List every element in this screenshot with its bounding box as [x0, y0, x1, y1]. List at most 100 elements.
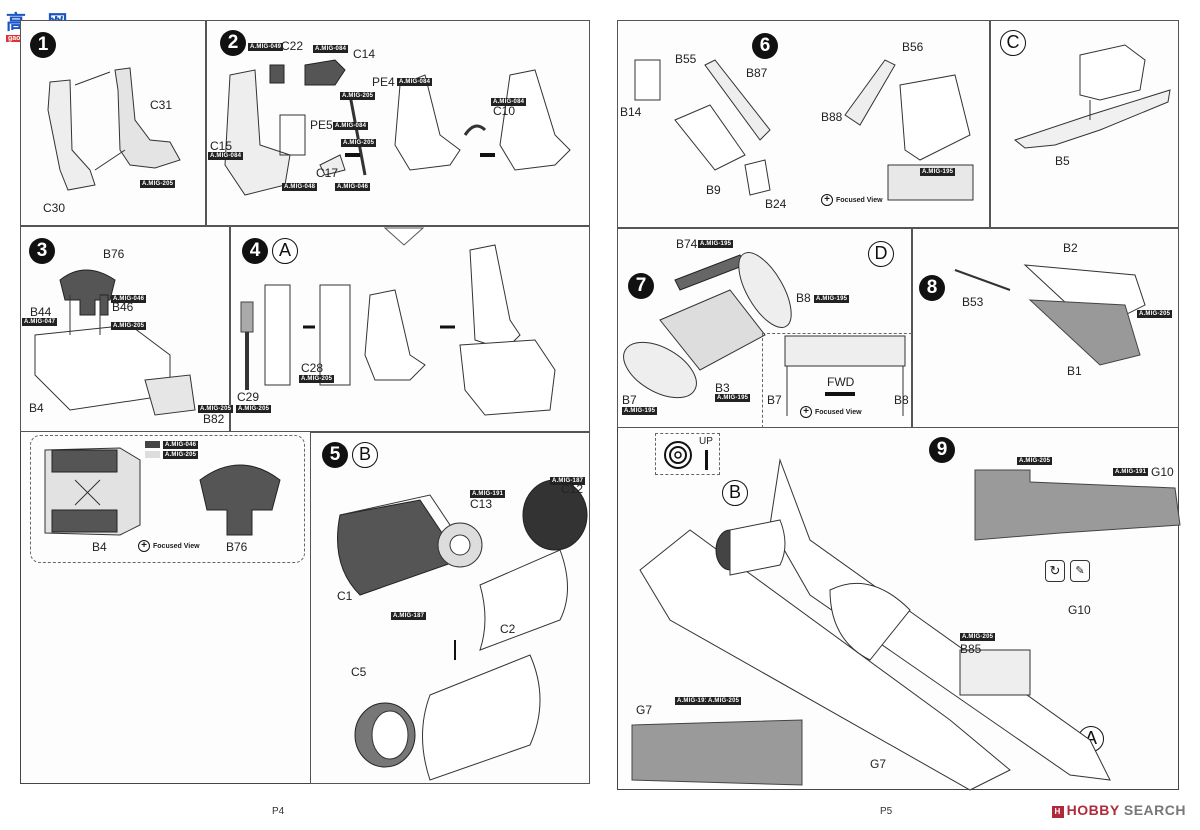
- part-label-b5: B5: [1055, 154, 1070, 168]
- part-label-b74: B74: [676, 237, 698, 251]
- step6-panel: [617, 20, 990, 228]
- part-label-b88: B88: [821, 110, 843, 124]
- search-text: SEARCH: [1123, 802, 1186, 818]
- part-label-g10: G10: [1151, 465, 1174, 479]
- part-label-b46: B46: [112, 300, 134, 314]
- paint-code: A.MIG-084: [397, 78, 433, 86]
- legend-swatch-light: [145, 451, 160, 458]
- step4-seat-rail-illustration: [240, 227, 556, 416]
- sub-assembly-b-badge: B: [352, 442, 378, 468]
- legend-swatch-dark: [145, 441, 160, 448]
- part-label-c1: C1: [337, 589, 353, 603]
- step3-cockpit-tub-illustration: [34, 269, 196, 416]
- paint-code: A.MIG-205: [341, 139, 377, 147]
- up-arrow-icon: [705, 450, 708, 470]
- part-label-b24: B24: [765, 197, 787, 211]
- step-4-badge: 4: [242, 238, 268, 264]
- part-label-b1: B1: [1067, 364, 1082, 378]
- part-label-pe5: PE5: [310, 118, 333, 132]
- paint-code: A.MIG-205: [1017, 457, 1053, 465]
- part-label-pe4: PE4: [372, 75, 395, 89]
- part-label-b55: B55: [675, 52, 697, 66]
- step7-panel: [617, 228, 912, 428]
- part-label-b7-detail: B7: [767, 393, 782, 407]
- paint-code: A.MIG-084: [333, 122, 369, 130]
- part-label-c12: C12: [561, 482, 584, 496]
- part-label-c17: C17: [316, 166, 339, 180]
- focused-view-label: + Focused View: [821, 194, 883, 206]
- paint-code: A.MIG-047: [22, 318, 58, 326]
- step6-wheel-well-illustration: [634, 59, 974, 201]
- paint-code: A.MIG-084: [208, 152, 244, 160]
- hobby-text: HOBBY: [1066, 802, 1120, 818]
- step5-exhaust-illustration: [337, 479, 588, 781]
- page-number-p4: P4: [272, 806, 285, 817]
- sub-assembly-b-badge: B: [722, 480, 748, 506]
- step2-panel: [206, 20, 590, 226]
- hobby-search-icon: H: [1051, 806, 1064, 818]
- paint-code: A.MIG-205: [340, 92, 376, 100]
- step1-panel: [20, 20, 206, 226]
- part-label-c29: C29: [237, 390, 260, 404]
- step-8-badge: 8: [919, 275, 945, 301]
- paint-code: A.MIG-205: [960, 633, 996, 641]
- part-label-c30: C30: [43, 201, 66, 215]
- nozzle-rings-icon: [664, 441, 692, 469]
- part-label-b7: B7: [622, 393, 637, 407]
- part-label-b4: B4: [92, 540, 107, 554]
- sub-assembly-a-badge: A: [272, 238, 298, 264]
- up-label: UP: [699, 436, 713, 447]
- nozzle-orientation-inset: [655, 433, 720, 475]
- g7-interior-panel: [631, 719, 803, 786]
- step-6-badge: 6: [752, 33, 778, 59]
- part-label-c31: C31: [150, 98, 173, 112]
- paint-code: A.MIG-048: [282, 183, 318, 191]
- part-label-c5: C5: [351, 665, 367, 679]
- sub-c-bay-illustration: [1013, 44, 1171, 149]
- step-5-badge: 5: [322, 442, 348, 468]
- step8-nose-cone-illustration: [954, 264, 1146, 366]
- part-label-b76: B76: [226, 540, 248, 554]
- step-9-badge: 9: [929, 437, 955, 463]
- part-label-b82: B82: [203, 412, 225, 426]
- step4-panel: [230, 226, 590, 432]
- paint-code: A.MIG-205: [236, 405, 272, 413]
- paint-code: A.MIG-195: [698, 240, 734, 248]
- part-label-b76: B76: [103, 247, 125, 261]
- part-label-g10: G10: [1068, 603, 1091, 617]
- cockpit-floor-detail-illustration: [784, 335, 906, 416]
- paint-code: A.MIG-195: [715, 394, 751, 402]
- part-label-b2: B2: [1063, 241, 1078, 255]
- sub-assembly-c-badge: C: [1000, 30, 1026, 56]
- paint-code: A.MIG-205: [198, 405, 234, 413]
- part-label-b56: B56: [902, 40, 924, 54]
- part-label-c10: C10: [493, 104, 516, 118]
- b4-b76-detail-illustration: [44, 447, 281, 536]
- focused-view-label: + Focused View: [800, 406, 862, 418]
- sub-c-panel: [990, 20, 1179, 228]
- part-label-b8: B8: [796, 291, 811, 305]
- paint-code: A.MIG-195: [622, 407, 658, 415]
- step3-panel: [20, 226, 230, 432]
- paint-code: A.MIG-191: [675, 697, 711, 705]
- part-label-b4: B4: [29, 401, 44, 415]
- step-2-badge: 2: [220, 30, 246, 56]
- part-label-c22: C22: [281, 39, 304, 53]
- magnifier-plus-icon: +: [821, 194, 833, 206]
- step9-fuselage-illustration: [639, 458, 1111, 791]
- step8-panel: [912, 228, 1179, 428]
- paint-code: A.MIG-187: [550, 477, 586, 485]
- step-3-badge: 3: [29, 238, 55, 264]
- focused-view-text: Focused View: [153, 542, 200, 550]
- g10-interior-panel: [974, 469, 1181, 541]
- legend-paint-code: A.MIG-046: [163, 441, 199, 449]
- paint-code: A.MIG-084: [313, 45, 349, 53]
- step-1-badge: 1: [30, 32, 56, 58]
- fwd-label: FWD: [827, 375, 855, 389]
- paint-code: A.MIG-187: [391, 612, 427, 620]
- focused-view-label: + Focused View: [138, 540, 200, 552]
- part-label-c14: C14: [353, 47, 376, 61]
- legend-paint-code: A.MIG-205: [163, 451, 199, 459]
- part-label-b53: B53: [962, 295, 984, 309]
